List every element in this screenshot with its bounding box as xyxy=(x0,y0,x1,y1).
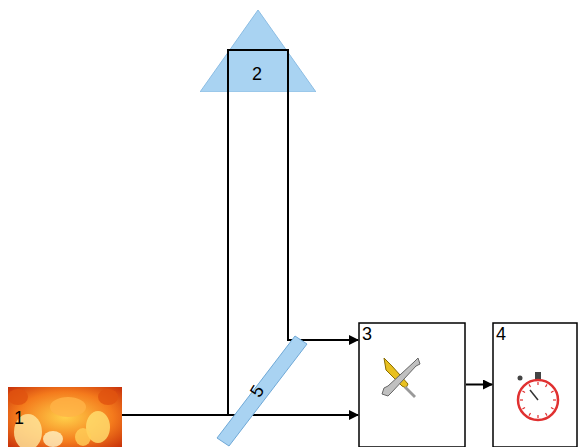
callout-number: 4 xyxy=(496,325,506,343)
light-source-shape xyxy=(8,387,122,447)
beam-line xyxy=(466,384,492,386)
callout-number: 2 xyxy=(252,65,262,83)
timer-box: 4 xyxy=(492,322,578,447)
beam-line xyxy=(227,92,229,415)
tools-box: 3 xyxy=(358,322,466,447)
prism: 2 xyxy=(200,10,316,92)
light-source: 1 xyxy=(8,387,122,447)
callout-number: 3 xyxy=(362,325,372,343)
beam-splitter: 5 xyxy=(215,334,310,447)
beam-line xyxy=(288,92,358,340)
callout-number: 1 xyxy=(14,409,24,427)
tools-box-shape xyxy=(358,322,466,447)
